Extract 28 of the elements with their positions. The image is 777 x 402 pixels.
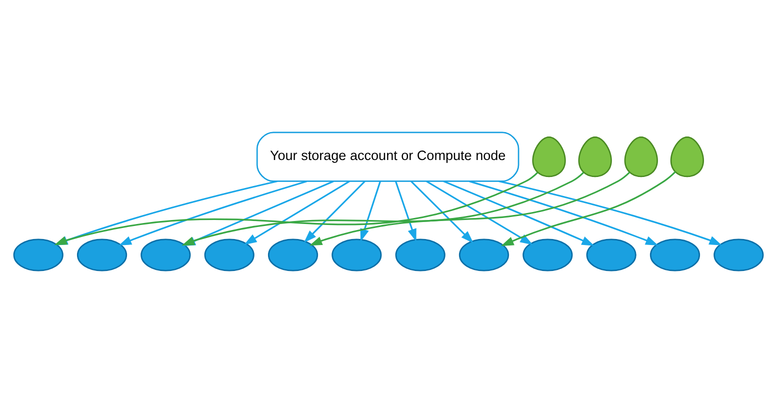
arrow [410,180,474,243]
arrow [498,180,722,245]
arrow [309,171,630,246]
node-cloud [522,238,573,271]
node-cloud [13,238,64,271]
node-person [670,136,704,177]
node-cloud [458,238,510,271]
arrow [443,180,594,246]
node-cloud [650,238,700,271]
arrow [304,180,366,242]
node-cloud [76,238,128,271]
node-cloud [204,238,254,271]
node-person [624,136,658,177]
node-cloud [714,238,764,271]
arrow [500,170,676,246]
arrow [244,180,350,244]
arrow [426,180,533,244]
node-cloud [268,238,318,271]
arrow [394,180,416,242]
node-cloud [586,238,636,271]
node-cloud [140,238,191,271]
arrow [360,180,382,242]
node-person [532,136,566,177]
node-cloud [332,238,382,271]
arrow [469,180,658,246]
node-person [578,136,612,177]
node-box: Your storage account or Compute node [256,131,520,182]
node-cloud [395,238,446,271]
